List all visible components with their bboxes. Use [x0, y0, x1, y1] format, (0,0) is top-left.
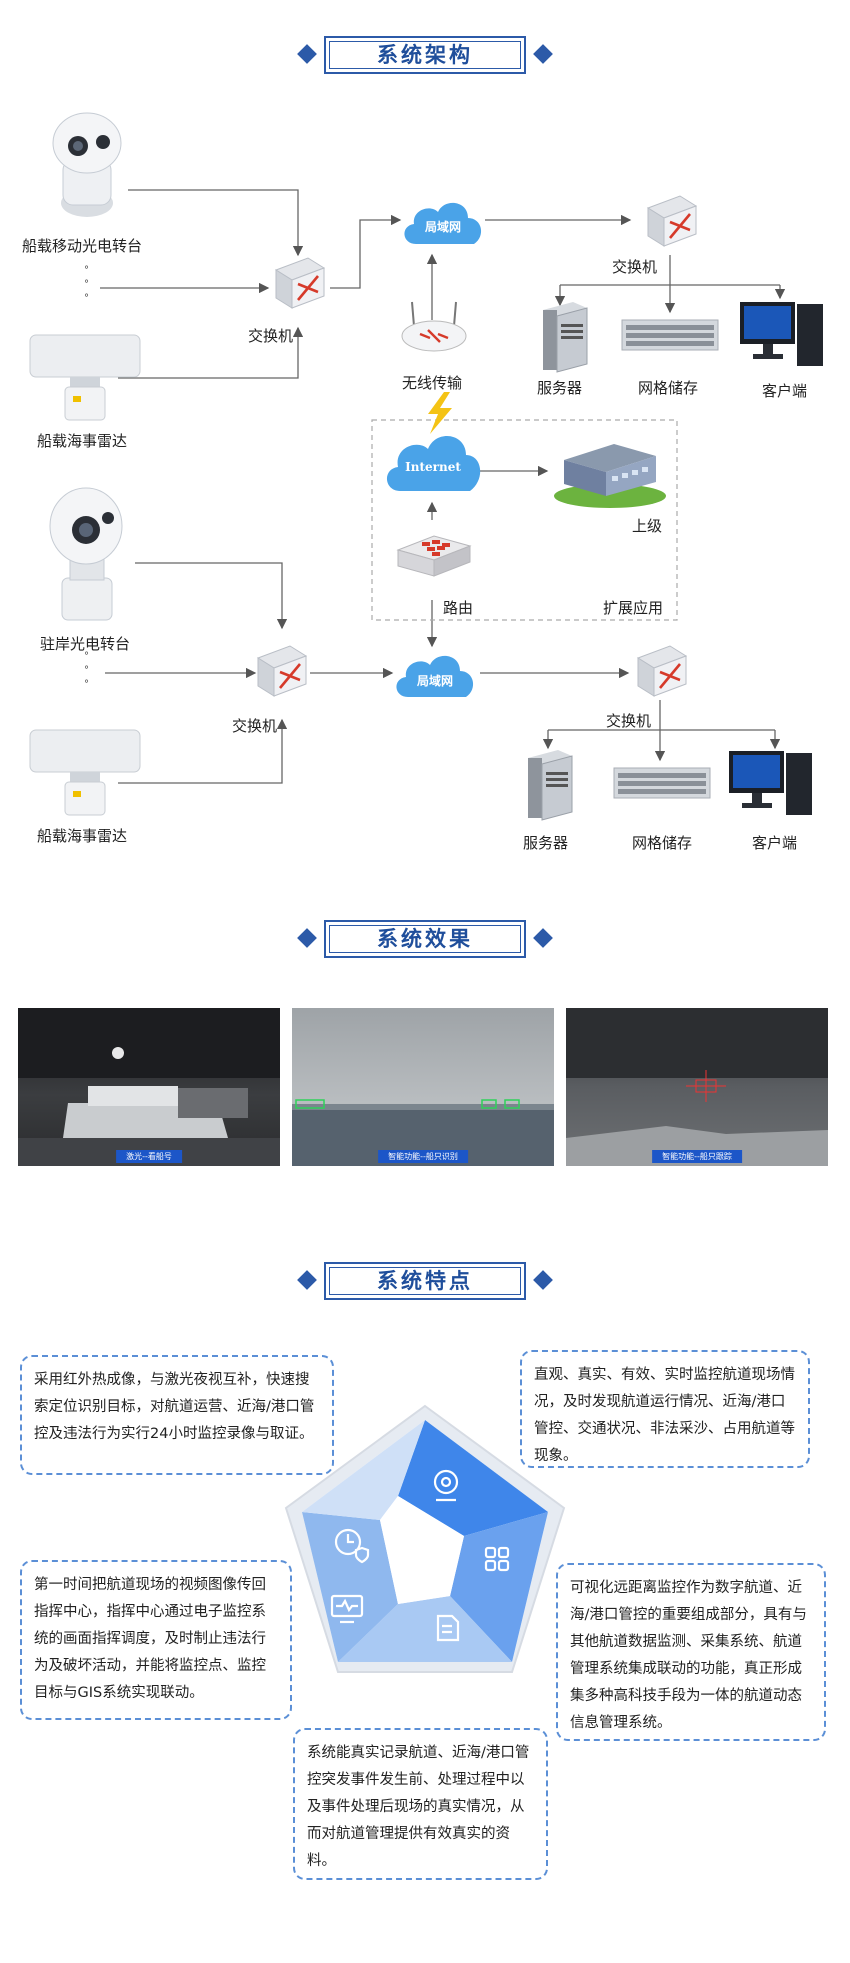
feature-box-5: 系统能真实记录航道、近海/港口管控突发事件发生前、处理过程中以及事件处理后现场的…	[293, 1728, 548, 1880]
superior-label: 上级	[632, 517, 663, 535]
building-icon	[554, 444, 666, 508]
effect-photo-laser: 激光--看船号	[18, 1008, 280, 1166]
section-title-effect: 系统效果	[297, 920, 553, 962]
client-bottom-label: 客户端	[752, 834, 798, 852]
lan-bottom-label: 局域网	[416, 674, 453, 688]
thermal-scene	[566, 1008, 828, 1166]
feature-box-3: 第一时间把航道现场的视频图像传回指挥中心，指挥中心通过电子监控系统的画面指挥调度…	[20, 1560, 292, 1720]
monitor-icon	[330, 1594, 364, 1624]
internet-cloud-icon	[386, 436, 481, 491]
ship-radar-label-2: 船载海事雷达	[37, 827, 128, 845]
diamond-left-icon	[297, 928, 317, 948]
router-icon	[396, 535, 472, 577]
switch-left-top-label: 交换机	[248, 327, 294, 345]
section-title-architecture: 系统架构	[297, 36, 553, 78]
switch-left-bottom-label: 交换机	[232, 717, 278, 735]
switch-right-bottom-label: 交换机	[606, 712, 652, 730]
storage-icon	[613, 767, 711, 799]
diamond-right-icon	[533, 928, 553, 948]
feature-box-1: 采用红外热成像，与激光夜视互补，快速搜索定位识别目标，对航道运营、近海/港口管控…	[20, 1355, 334, 1475]
architecture-wires	[100, 189, 786, 784]
diamond-right-icon	[533, 44, 553, 64]
switch-icon	[274, 257, 326, 309]
grid-icon	[484, 1546, 510, 1572]
shore-ptz-label: 驻岸光电转台	[40, 635, 131, 653]
diamond-left-icon	[297, 44, 317, 64]
diamond-right-icon	[533, 1270, 553, 1290]
lightning-icon	[428, 392, 452, 434]
effect-caption: 激光--看船号	[116, 1150, 182, 1163]
router-label: 路由	[443, 599, 474, 617]
sea-fog-scene	[292, 1099, 554, 1166]
client-pc-icon	[740, 302, 823, 366]
effect-photo-recognition: 智能功能--船只识别	[292, 1008, 554, 1166]
ellipsis-dots: °°°	[84, 265, 89, 304]
internet-label: Internet	[405, 460, 461, 474]
wireless-router-icon	[401, 301, 467, 352]
clock-shield-icon	[334, 1528, 370, 1564]
storage-bottom-label: 网格储存	[632, 834, 693, 852]
lan-top-label: 局域网	[424, 220, 461, 234]
client-pc-icon	[729, 751, 812, 815]
radar-icon	[29, 334, 141, 421]
camera-icon	[433, 1469, 459, 1495]
radar-icon	[29, 729, 141, 816]
effect-caption: 智能功能--船只识别	[378, 1150, 468, 1163]
storage-top-label: 网格储存	[638, 379, 699, 397]
switch-icon	[256, 645, 308, 697]
ptz-camera-icon	[52, 112, 122, 217]
section-title-features: 系统特点	[297, 1262, 553, 1304]
feature-pentagon	[284, 1404, 566, 1673]
switch-right-top-label: 交换机	[612, 258, 658, 276]
lan-cloud-icon	[396, 655, 474, 697]
ship-ptz-label: 船载移动光电转台	[22, 237, 143, 255]
server-icon	[528, 750, 573, 821]
effect-photo-tracking: 智能功能--船只跟踪	[566, 1008, 828, 1166]
shore-ptz-icon	[49, 487, 123, 621]
server-bottom-label: 服务器	[523, 834, 569, 852]
server-top-label: 服务器	[537, 379, 583, 397]
effect-caption: 智能功能--船只跟踪	[652, 1150, 742, 1163]
feature-box-2: 直观、真实、有效、实时监控航道现场情况，及时发现航道运行情况、近海/港口管控、交…	[520, 1350, 810, 1468]
switch-icon	[636, 645, 688, 697]
lan-cloud-icon	[404, 202, 482, 244]
ellipsis-dots: °°°	[84, 651, 89, 690]
wireless-label: 无线传输	[402, 374, 463, 392]
document-icon	[436, 1614, 460, 1642]
ship-night-scene	[18, 1008, 280, 1166]
diamond-left-icon	[297, 1270, 317, 1290]
switch-icon	[646, 195, 698, 247]
extension-label: 扩展应用	[603, 599, 664, 617]
server-icon	[543, 302, 588, 373]
feature-box-4: 可视化远距离监控作为数字航道、近海/港口管控的重要组成部分，具有与其他航道数据监…	[556, 1563, 826, 1741]
client-top-label: 客户端	[762, 382, 808, 400]
ship-radar-label-1: 船载海事雷达	[37, 432, 128, 450]
storage-icon	[621, 319, 719, 351]
